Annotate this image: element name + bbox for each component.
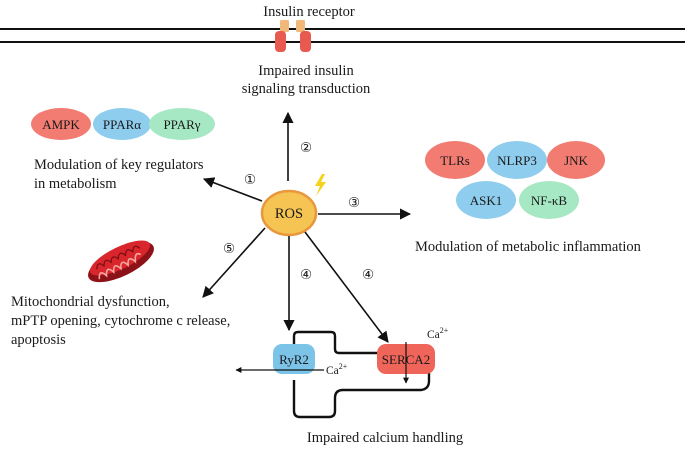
step-number-inflammation: ③ <box>348 195 360 210</box>
mitochondria-text-line-2: mPTP opening, cytochrome c release, <box>11 313 230 329</box>
mitochondria-text-line-3: apoptosis <box>11 332 66 348</box>
mitochondrion-icon <box>88 240 154 283</box>
pill-ampk <box>31 108 91 140</box>
mitochondria-text-line-1: Mitochondrial dysfunction, <box>11 294 170 310</box>
calcium-ion-label-ryr2: Ca2+ <box>326 362 348 377</box>
step-number-insulin: ② <box>300 140 312 155</box>
pill-jnk <box>547 141 605 179</box>
pill-nlrp3 <box>487 141 547 179</box>
step-number-serca2: ④ <box>362 267 374 282</box>
pill-nlrp3-label: NLRP3 <box>497 153 537 168</box>
pill-tlrs <box>425 141 485 179</box>
pill-tlrs-label: TLRs <box>440 153 470 168</box>
lightning-bolt-icon <box>315 174 326 196</box>
arrow-to-serca2 <box>304 231 389 343</box>
pill-ppar-alpha-label: PPARα <box>103 117 141 132</box>
insulin-signaling-text-line-1: Impaired insulin <box>258 63 354 79</box>
regulator-pills: AMPK PPARα PPARγ <box>31 108 215 140</box>
insulin-receptor-label: Insulin receptor <box>263 4 355 20</box>
ryr2-label: RyR2 <box>279 352 309 367</box>
pill-jnk-label: JNK <box>564 153 588 168</box>
ryr2-channel <box>273 344 315 374</box>
pill-ppar-gamma-label: PPARγ <box>163 117 200 132</box>
arrow-to-regulators <box>202 177 263 202</box>
cell-membrane <box>0 28 685 43</box>
ros-node <box>262 191 316 235</box>
pill-ask1-label: ASK1 <box>470 193 503 208</box>
step-number-ryr2: ④ <box>300 267 312 282</box>
calcium-handling-text: Impaired calcium handling <box>307 430 463 446</box>
regulators-text-line-2: in metabolism <box>34 176 117 192</box>
step-number-regulators: ① <box>244 172 256 187</box>
arrow-to-mitochondria <box>202 227 266 298</box>
pill-ampk-label: AMPK <box>42 117 80 132</box>
pill-ppar-alpha <box>93 108 151 140</box>
inflammation-text: Modulation of metabolic inflammation <box>415 239 642 255</box>
insulin-receptor-icon <box>275 20 311 52</box>
pill-ask1 <box>456 181 516 219</box>
pill-nf-kb <box>519 181 579 219</box>
inflammation-pills: TLRs NLRP3 JNK ASK1 NF-κB <box>425 141 605 219</box>
insulin-signaling-text-line-2: signaling transduction <box>242 81 371 97</box>
calcium-ion-label-serca2: Ca2+ <box>427 326 449 341</box>
ros-label: ROS <box>275 206 303 222</box>
pill-ppar-gamma <box>149 108 215 140</box>
step-number-mitochondria: ⑤ <box>223 241 235 256</box>
pill-nf-kb-label: NF-κB <box>531 193 567 208</box>
regulators-text-line-1: Modulation of key regulators <box>34 157 204 173</box>
